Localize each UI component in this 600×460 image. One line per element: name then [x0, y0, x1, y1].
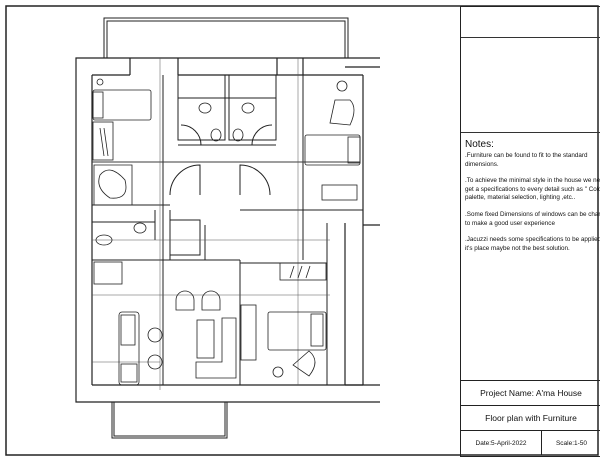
furniture	[92, 78, 361, 386]
title-block-header	[461, 7, 600, 38]
sofa	[195, 317, 237, 379]
note-item: .Jacuzzi needs some specifications to be…	[465, 236, 600, 252]
bottom-balcony	[111, 401, 228, 439]
dimension-lines	[92, 58, 360, 390]
wardrobe-left	[92, 121, 114, 161]
drawing-title: Floor plan with Furniture	[461, 406, 600, 431]
exterior-walls	[75, 57, 380, 403]
interior-walls	[92, 74, 363, 385]
scale-label: Scale:1-50	[555, 439, 588, 447]
kitchen-counter	[118, 311, 140, 386]
armchair-right	[329, 99, 355, 126]
chair-1	[175, 290, 195, 311]
jacuzzi	[93, 164, 133, 206]
wardrobe-right	[321, 184, 358, 201]
note-item: .Furniture can be found to fit to the st…	[465, 152, 588, 168]
sink-1	[210, 128, 222, 142]
sink-2	[232, 128, 244, 142]
armchair-bottom	[292, 350, 316, 377]
coffee-table	[196, 319, 215, 359]
date-label: Date:5-April-2022	[461, 431, 542, 455]
sink-bath	[133, 222, 147, 234]
tv-unit	[240, 304, 257, 361]
notes-panel: Notes: .Furniture can be found to fit to…	[461, 133, 600, 381]
bed-right	[304, 134, 361, 166]
notes-heading: Notes:	[465, 139, 494, 150]
washer	[93, 261, 123, 285]
note-item: .Some fixed Dimensions of windows can be…	[465, 210, 600, 227]
toilet-2	[241, 102, 255, 114]
toilet-1	[198, 102, 212, 114]
chair-2	[201, 290, 221, 311]
note-item: .To achieve the minimal style in the hou…	[465, 177, 600, 202]
title-block-blank	[461, 38, 600, 133]
nightstand-lamp	[96, 78, 104, 86]
project-name: Project Name: A'ma House	[461, 381, 600, 406]
title-block-footer: Date:5-April-2022 Scale:1-50	[461, 431, 600, 455]
sheet-border	[5, 5, 599, 456]
title-block: Notes: .Furniture can be found to fit to…	[460, 6, 600, 457]
wardrobe-bottom	[279, 262, 327, 281]
bed-left	[92, 89, 152, 121]
bed-bottom	[267, 311, 327, 351]
toilet-bath	[95, 234, 113, 246]
top-balcony	[103, 17, 349, 59]
